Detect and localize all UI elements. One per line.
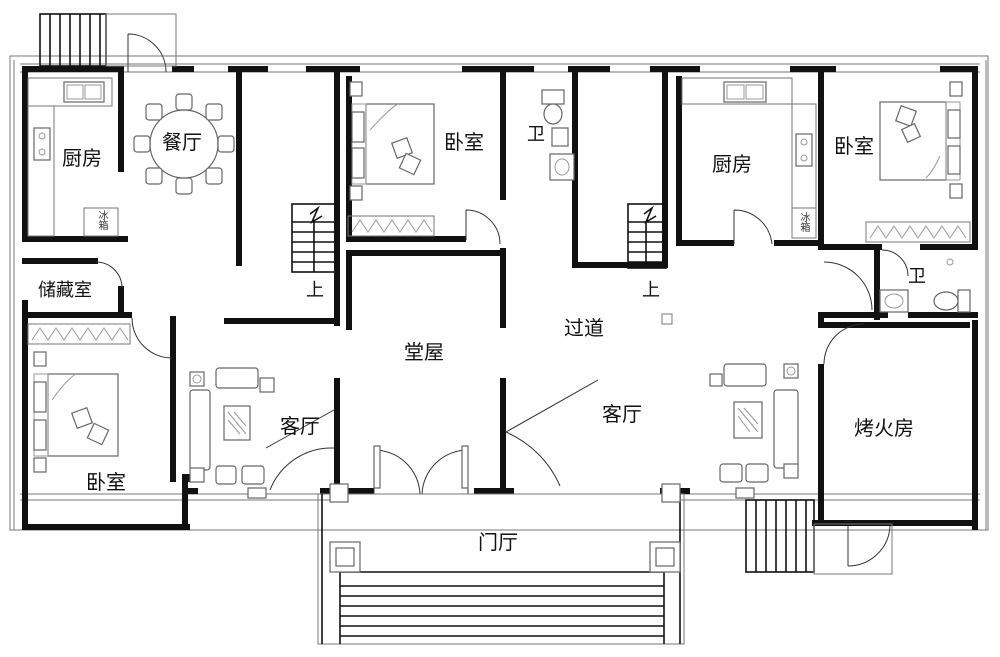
label-bath-right: 卫 (908, 266, 926, 287)
stairs-bottom-right (745, 499, 893, 575)
bed-left (33, 351, 119, 473)
label-living-left: 客厅 (280, 414, 320, 438)
label-bath-top: 卫 (527, 124, 545, 145)
walls (22, 66, 978, 530)
label-storage: 储藏室 (38, 280, 92, 301)
label-dining: 餐厅 (162, 130, 202, 154)
label-corridor: 过道 (564, 316, 604, 340)
bed-top-mid (349, 81, 435, 201)
label-entrance: 门厅 (478, 530, 518, 554)
label-bedroom-top-mid: 卧室 (444, 130, 484, 154)
label-stair-up-left: 上 (306, 280, 324, 301)
label-hall: 堂屋 (404, 340, 444, 364)
stairs-top-left (39, 13, 177, 67)
label-fridge-left: 冰箱 (96, 210, 107, 230)
stairs-interior-left (291, 203, 337, 273)
kitchen-left-counter (27, 77, 119, 237)
wardrobe-left (27, 323, 131, 345)
sofa-left (189, 367, 275, 485)
label-kitchen-right: 厨房 (712, 152, 752, 176)
bath-right-fixtures (879, 258, 971, 313)
kitchen-right-counter (681, 77, 817, 239)
label-bedroom-left: 卧室 (86, 470, 126, 494)
stairs-interior-right (627, 203, 667, 269)
label-fridge-right: 冰箱 (798, 212, 809, 232)
bath-top-fixtures (541, 89, 575, 181)
label-living-right: 客厅 (602, 402, 642, 426)
front-door-jambs (247, 445, 755, 499)
wardrobe-top-mid (347, 215, 435, 237)
label-bedroom-top-right: 卧室 (834, 134, 874, 158)
label-fire-room: 烤火房 (854, 416, 914, 440)
bed-top-right (879, 81, 963, 199)
label-stair-up-right: 上 (642, 280, 660, 301)
wardrobe-top-right (865, 221, 971, 243)
dining-table (133, 93, 235, 195)
corridor-column (661, 313, 673, 325)
label-kitchen-left: 厨房 (62, 146, 102, 170)
front-steps (317, 483, 685, 645)
sofa-right (709, 363, 799, 483)
